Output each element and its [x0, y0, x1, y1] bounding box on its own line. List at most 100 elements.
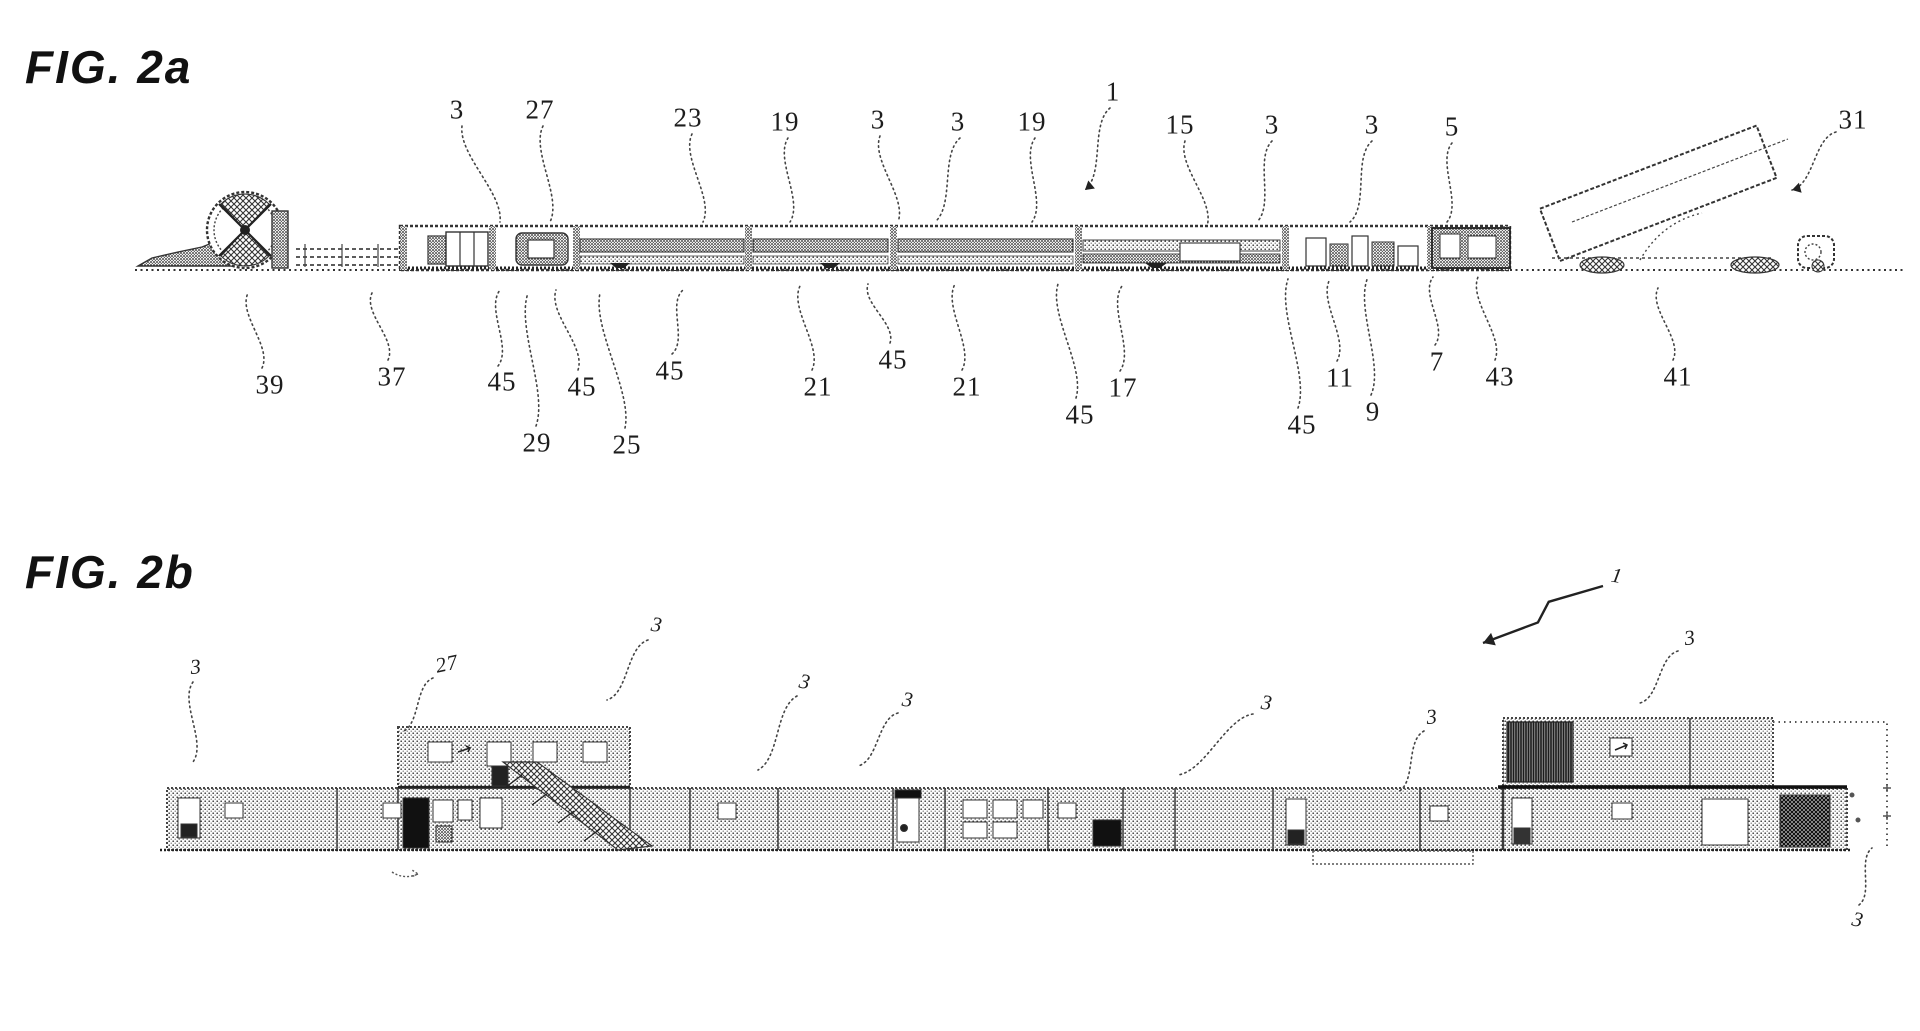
ref-label-fig2a-17: 17: [1108, 372, 1138, 403]
ref-label-fig2a-27: 27: [525, 94, 555, 125]
tipper-trailer: [1538, 124, 1835, 274]
line-module-conveyors: [579, 238, 1281, 268]
ref-label-fig2a-45: 45: [487, 366, 517, 397]
phantom-outline: [1773, 721, 1891, 850]
ref-label-fig2a-19: 19: [770, 106, 800, 137]
leader-line: [1183, 140, 1209, 227]
leader-line: [606, 639, 649, 701]
ref-label-fig2a-19: 19: [1017, 106, 1047, 137]
ref-label-fig2a-41: 41: [1663, 361, 1693, 392]
leader-zigzag: [1482, 584, 1604, 645]
leader-line: [1791, 131, 1837, 191]
leader-arrowhead: [1085, 180, 1095, 190]
leader-line: [1655, 287, 1676, 361]
extrusion-line: [398, 224, 1512, 272]
ref-label-fig2a-3: 3: [870, 104, 886, 135]
ref-label-fig2a-31: 31: [1838, 104, 1868, 135]
figure-title-2a: FIG. 2a: [25, 41, 193, 93]
leader-line: [1397, 730, 1425, 793]
leader-line: [461, 125, 501, 223]
leader-line: [1055, 283, 1079, 399]
leader-line: [369, 292, 391, 361]
leader-line: [1326, 278, 1341, 362]
leader-arrowhead: [1792, 182, 1802, 193]
line-module-takeoff: [1305, 235, 1419, 267]
leader-line: [598, 292, 627, 429]
ref-label-fig2a-11: 11: [1326, 362, 1354, 393]
loading-tray: [1312, 850, 1474, 865]
ref-label-fig2a-29: 29: [522, 427, 552, 458]
leader-line: [1284, 278, 1302, 409]
leader-line: [401, 677, 434, 733]
row-openings: [177, 789, 1831, 849]
ref-label-fig2a-3: 3: [1264, 109, 1280, 140]
infeed-conveyor: [296, 244, 404, 267]
leader-line: [1177, 713, 1254, 776]
leader-line: [1116, 285, 1126, 372]
leader-line: [1446, 142, 1453, 223]
ref-label-fig2a-45: 45: [567, 371, 597, 402]
leader-line: [934, 137, 961, 223]
leader-line: [757, 695, 798, 771]
leader-line: [688, 133, 707, 223]
leader-line: [494, 289, 504, 367]
leader-line: [877, 135, 901, 223]
leader-line: [951, 283, 966, 371]
leader-line: [1858, 847, 1873, 906]
ref-label-fig2a-23: 23: [673, 102, 703, 133]
ref-label-fig2b-3: 3: [188, 653, 203, 680]
leader-lines: [188, 107, 1873, 906]
ref-label-fig2b-3: 3: [1424, 703, 1439, 730]
arrow-glyph: [457, 745, 472, 753]
ref-label-fig2a-43: 43: [1485, 361, 1515, 392]
leader-line: [554, 289, 580, 371]
ref-label-fig2a-25: 25: [612, 429, 642, 460]
ref-label-fig2a-5: 5: [1444, 111, 1460, 142]
leader-line: [1349, 140, 1373, 223]
leader-line: [1428, 276, 1440, 346]
ref-label-fig2a-1: 1: [1105, 76, 1121, 107]
cable-reel: [205, 190, 289, 270]
figure-title-2b: FIG. 2b: [25, 546, 195, 598]
ref-label-fig2a-3: 3: [1364, 109, 1380, 140]
leader-line: [866, 283, 892, 344]
container-row: [160, 785, 1850, 865]
line-module-mixer: [427, 231, 489, 267]
leader-line: [524, 292, 540, 427]
smudge: [391, 869, 420, 878]
leader-arrowhead: [1483, 632, 1496, 646]
arrow-glyph: [1614, 742, 1629, 751]
leader-line: [1256, 140, 1273, 223]
leader-line: [857, 712, 899, 767]
fig2b-drawing: [160, 717, 1891, 878]
ref-label-fig2a-21: 21: [952, 371, 982, 402]
leader-line: [188, 681, 198, 763]
leader-line: [1084, 107, 1111, 191]
leader-line: [783, 137, 795, 223]
leader-line: [539, 125, 554, 223]
ref-label-fig2a-45: 45: [1287, 409, 1317, 440]
leader-line: [1363, 276, 1376, 396]
ref-label-fig2a-45: 45: [878, 344, 908, 375]
fig2a-drawing: [135, 124, 1905, 274]
leader-line: [671, 289, 684, 355]
line-module-end-cabinet: [1431, 227, 1511, 269]
staircase: [501, 761, 654, 851]
leader-line: [1029, 137, 1038, 223]
ref-label-fig2a-7: 7: [1429, 346, 1445, 377]
ref-label-fig2a-3: 3: [449, 94, 465, 125]
second-story-left: [391, 726, 654, 878]
leader-line: [1475, 276, 1498, 361]
ref-label-fig2a-45: 45: [1065, 399, 1095, 430]
leader-line: [797, 285, 815, 371]
ref-label-fig2a-9: 9: [1365, 396, 1381, 427]
line-module-extruder-head: [515, 232, 569, 266]
second-story-right: [1498, 717, 1847, 789]
ref-label-fig2a-21: 21: [803, 371, 833, 402]
ref-label-fig2b-27: 27: [433, 649, 461, 678]
ref-label-fig2a-15: 15: [1165, 109, 1195, 140]
ref-label-fig2a-37: 37: [377, 361, 407, 392]
ref-label-fig2a-39: 39: [255, 369, 285, 400]
